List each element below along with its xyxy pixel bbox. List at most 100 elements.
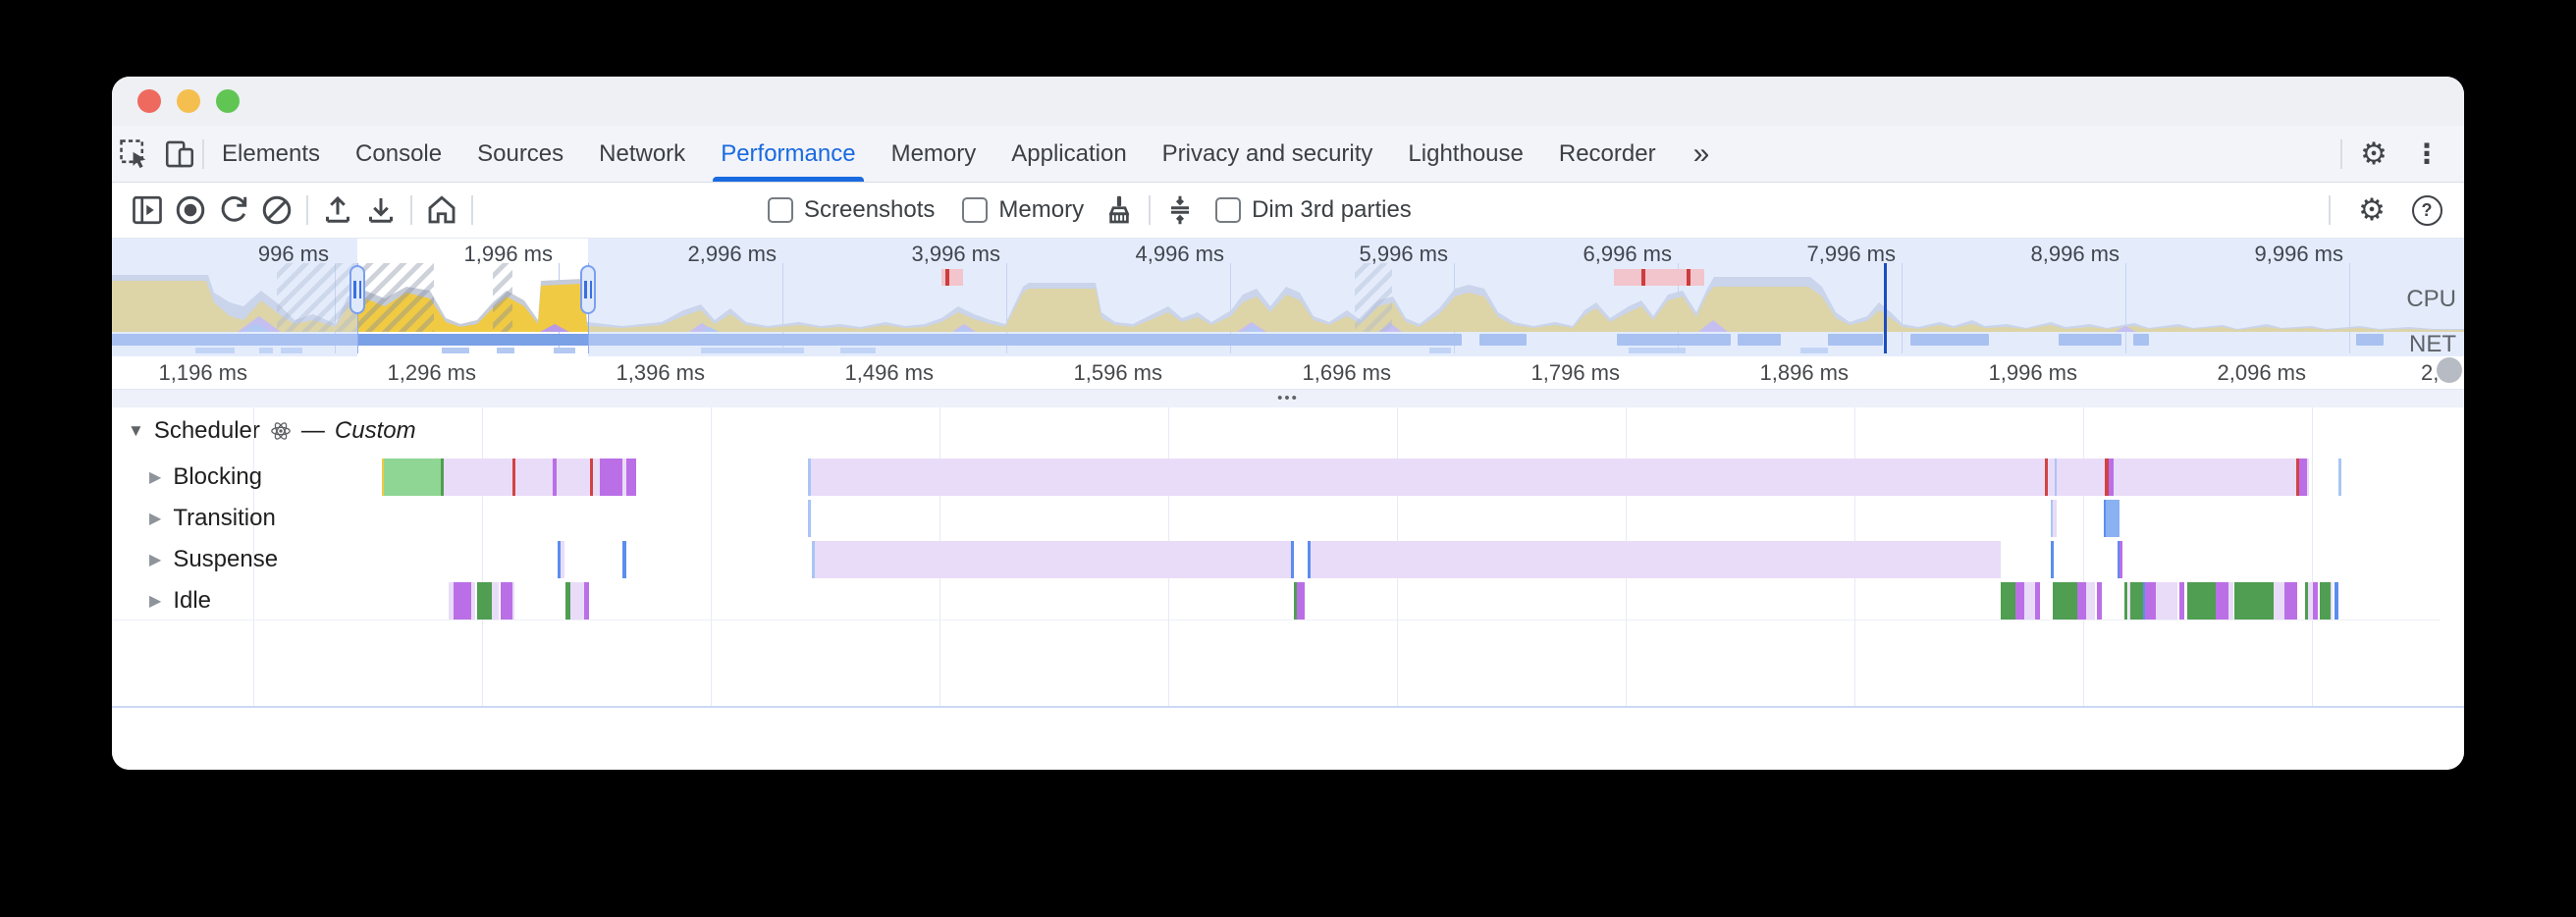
selection-drag-handle[interactable] [580,265,596,314]
track-segment[interactable] [2035,582,2040,620]
record-icon[interactable] [169,189,212,232]
shrink-timeline-icon[interactable] [1158,189,1202,232]
track-segment[interactable] [1311,541,2001,578]
track-segment[interactable] [553,458,557,496]
tab-lighthouse[interactable]: Lighthouse [1408,139,1524,167]
track-segment[interactable] [2077,582,2086,620]
playhead-cursor[interactable] [1884,263,1887,353]
track-segment[interactable] [622,541,626,578]
track-area[interactable]: ▼ Scheduler — Custom ▶Blocking▶Transitio… [112,407,2464,770]
track-segment[interactable] [2106,500,2120,537]
download-profile-icon[interactable] [359,189,402,232]
tab-application[interactable]: Application [1011,139,1127,167]
track-segment[interactable] [2053,500,2057,537]
track-segment[interactable] [2120,541,2122,578]
collapse-triangle-icon[interactable]: ▼ [128,421,144,440]
track-segment[interactable] [570,582,584,620]
track-segment[interactable] [2305,582,2308,620]
clear-icon[interactable] [255,189,298,232]
track-segment[interactable] [812,541,815,578]
more-tabs-button[interactable]: » [1692,136,1710,170]
expand-triangle-icon[interactable]: ▶ [149,511,162,527]
track-segment[interactable] [449,582,454,620]
track-segment[interactable] [2143,582,2145,620]
track-segment[interactable] [2320,582,2331,620]
track-segment[interactable] [1297,582,1305,620]
customize-devtools-icon[interactable]: ⋮ [2413,137,2441,170]
track-segment[interactable] [1308,541,1311,578]
window-minimize-button[interactable] [177,89,200,113]
expand-triangle-icon[interactable]: ▶ [149,593,162,610]
track-segment[interactable] [2045,458,2048,496]
track-row-label-suspense[interactable]: ▶Suspense [149,539,278,580]
track-segment[interactable] [1294,582,1297,620]
collect-garbage-icon[interactable] [1098,189,1141,232]
track-segment[interactable] [2051,541,2054,578]
scrollbar-thumb[interactable] [2437,357,2462,383]
track-segment[interactable] [2228,582,2233,620]
memory-checkbox[interactable]: Memory [962,196,1084,224]
track-segment[interactable] [2130,582,2143,620]
track-segment[interactable] [2296,458,2299,496]
track-segment[interactable] [2299,458,2307,496]
tab-recorder[interactable]: Recorder [1558,139,1656,167]
expand-triangle-icon[interactable]: ▶ [149,552,162,568]
device-toolbar-icon[interactable] [157,126,202,182]
track-segment[interactable] [2001,582,2015,620]
track-segment[interactable] [2179,582,2184,620]
checkbox-box[interactable] [768,197,793,223]
tab-console[interactable]: Console [355,139,443,167]
track-segment[interactable] [2097,582,2102,620]
tab-memory[interactable]: Memory [890,139,977,167]
tab-network[interactable]: Network [599,139,686,167]
help-icon[interactable]: ? [2405,189,2448,232]
track-segment[interactable] [2234,582,2274,620]
track-segment[interactable] [584,582,589,620]
track-segment[interactable] [441,458,444,496]
track-segment[interactable] [512,582,514,620]
track-segment[interactable] [626,458,636,496]
track-segment[interactable] [561,541,564,578]
expand-triangle-icon[interactable]: ▶ [149,469,162,486]
tab-performance[interactable]: Performance [703,126,873,182]
track-header-scheduler[interactable]: ▼ Scheduler — Custom [128,417,416,445]
track-segment[interactable] [2216,582,2228,620]
track-segment[interactable] [477,582,492,620]
toggle-sidebar-icon[interactable] [126,189,169,232]
tab-privacy-and-security[interactable]: Privacy and security [1161,139,1373,167]
track-segment[interactable] [558,541,561,578]
track-segment[interactable] [2104,500,2106,537]
upload-profile-icon[interactable] [316,189,359,232]
track-segment[interactable] [2051,500,2053,537]
track-segment[interactable] [2109,458,2114,496]
track-segment[interactable] [2053,582,2077,620]
track-segment[interactable] [815,541,1291,578]
track-segment[interactable] [454,582,471,620]
track-segment[interactable] [600,458,622,496]
track-segment[interactable] [2118,541,2120,578]
track-segment[interactable] [808,500,811,537]
window-zoom-button[interactable] [216,89,240,113]
track-segment[interactable] [2015,582,2024,620]
track-segment[interactable] [2274,582,2284,620]
track-row-label-transition[interactable]: ▶Transition [149,498,276,539]
settings-gear-icon[interactable]: ⚙ [2360,135,2388,172]
inspect-element-icon[interactable] [112,126,157,182]
track-segment[interactable] [512,458,515,496]
track-segment[interactable] [2313,582,2318,620]
checkbox-box[interactable] [962,197,989,223]
panel-resize-handle[interactable]: ••• [112,389,2464,407]
track-segment[interactable] [382,458,384,496]
track-segment[interactable] [590,458,593,496]
track-segment[interactable] [2105,458,2109,496]
track-segment[interactable] [2086,582,2095,620]
track-segment[interactable] [2128,582,2130,620]
screenshots-checkbox[interactable]: Screenshots [768,196,935,224]
record-and-reload-icon[interactable] [212,189,255,232]
track-segment[interactable] [2284,582,2297,620]
track-segment[interactable] [492,582,499,620]
track-segment[interactable] [2334,582,2338,620]
dim-3rd-parties-checkbox[interactable]: Dim 3rd parties [1215,196,1412,224]
track-segment[interactable] [2024,582,2035,620]
track-segment[interactable] [565,582,570,620]
